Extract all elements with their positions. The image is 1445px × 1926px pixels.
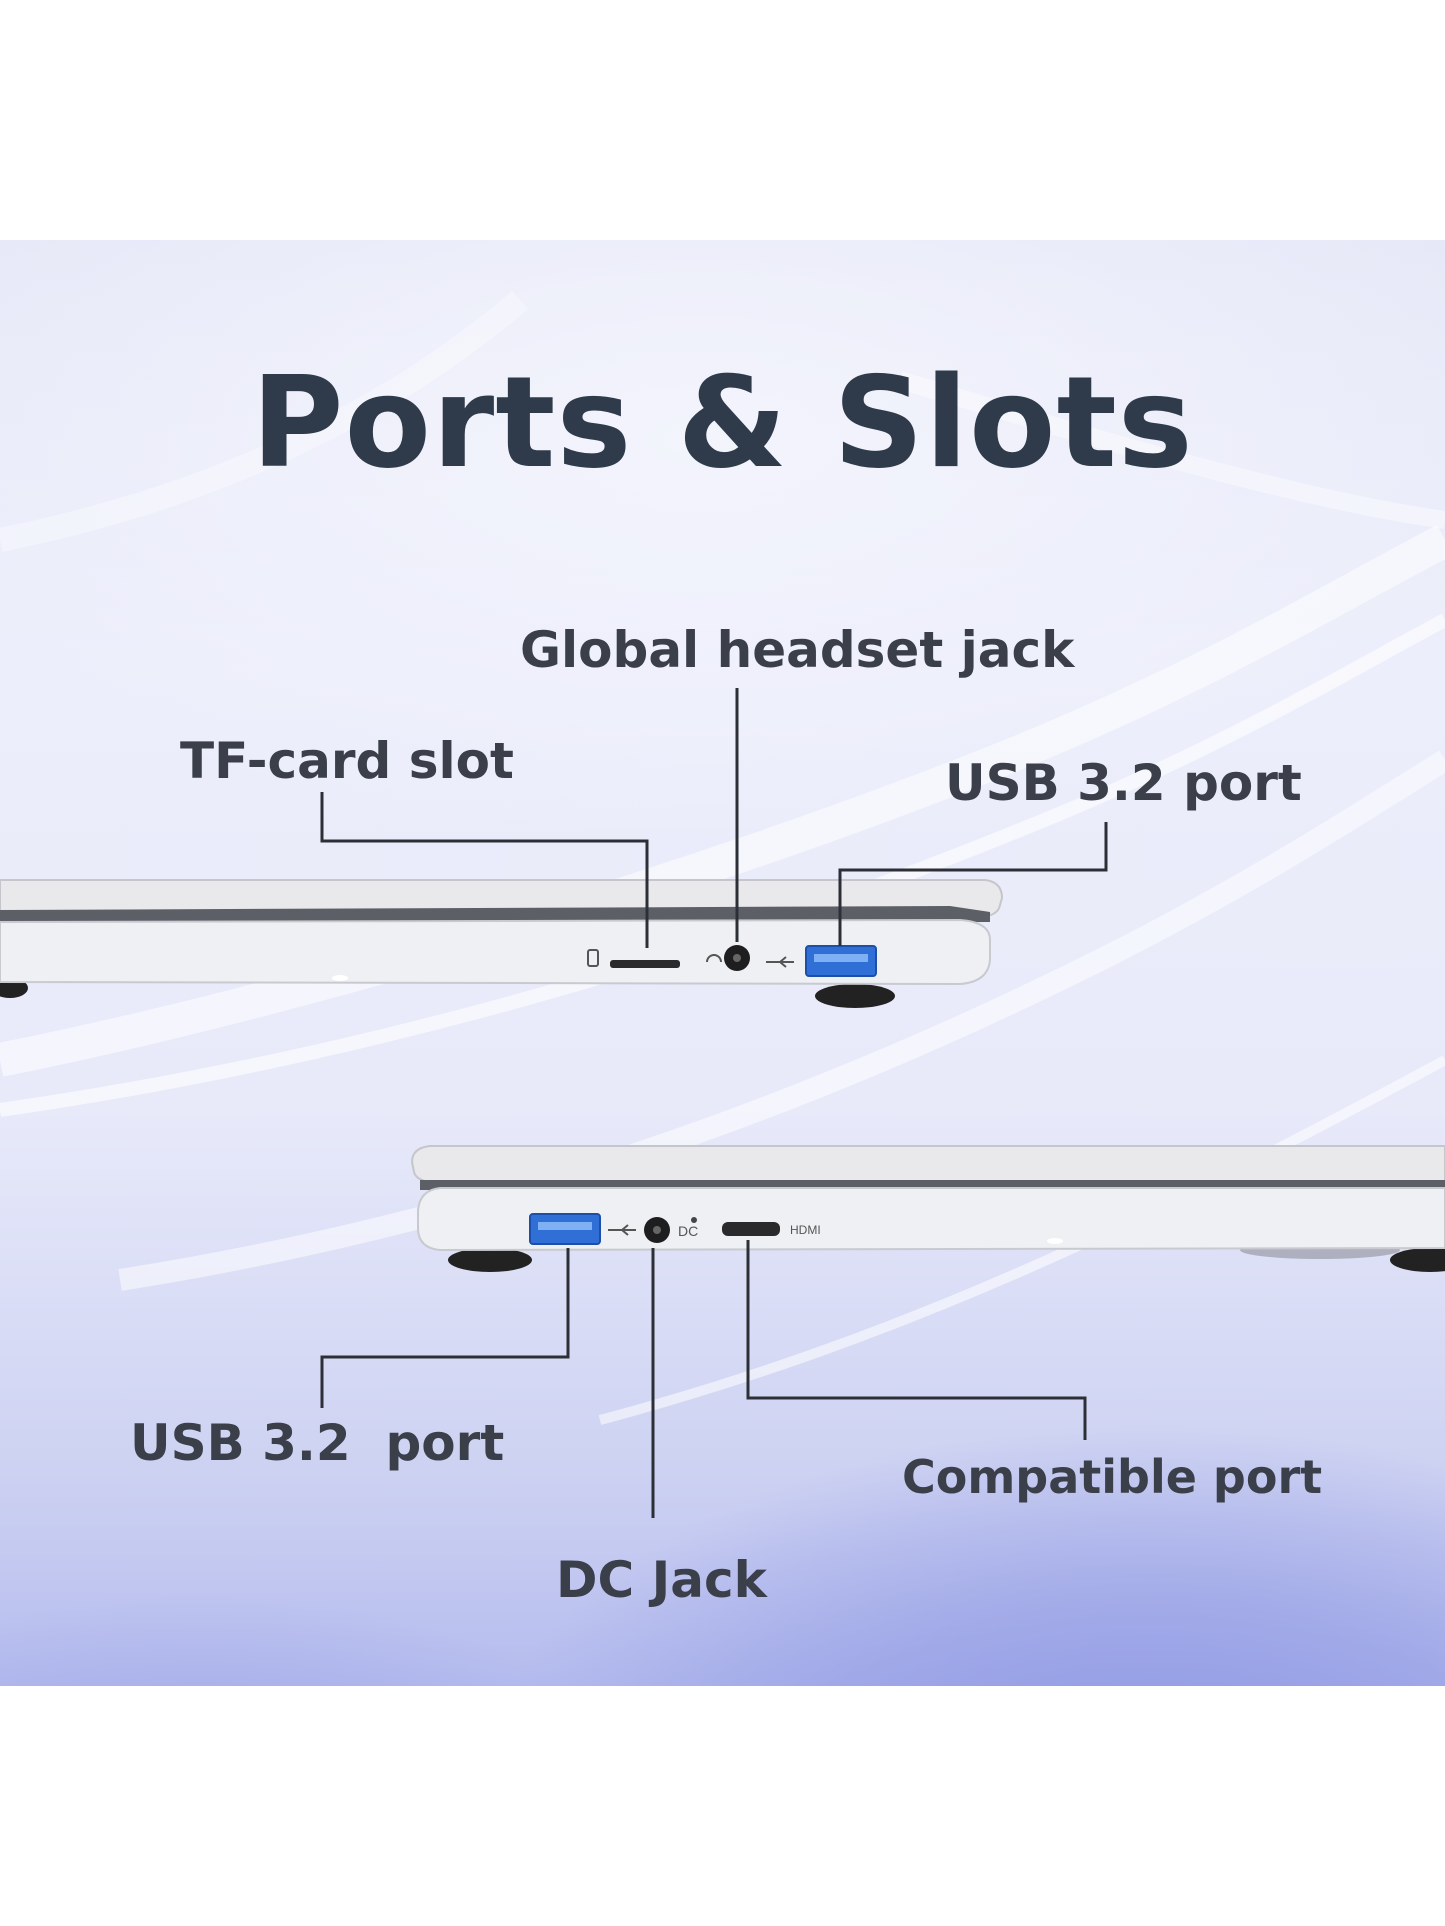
headphone-icon [706,954,722,963]
hdmi-marking: HDMI [790,1223,821,1237]
leader-compatible-port [746,1240,1087,1440]
hdmi-port [722,1222,780,1236]
leader-usb-right [838,822,1108,946]
leader-usb-left [320,1248,570,1408]
callout-usb-port-right: USB 3.2 port [945,754,1302,812]
dc-marking: DC [678,1223,698,1239]
sd-card-icon [587,949,599,967]
callout-compatible-port: Compatible port [902,1450,1323,1504]
usb-symbol-icon [766,956,794,968]
page-title: Ports & Slots [251,349,1194,496]
callout-dc-jack: DC Jack [556,1551,767,1609]
callout-global-headset-jack: Global headset jack [520,621,1075,679]
callout-tf-card-slot: TF-card slot [180,732,514,790]
usb-symbol-icon [608,1224,636,1236]
leader-tf-card [320,792,649,948]
callout-usb-port-left: USB 3.2 port [130,1414,505,1472]
